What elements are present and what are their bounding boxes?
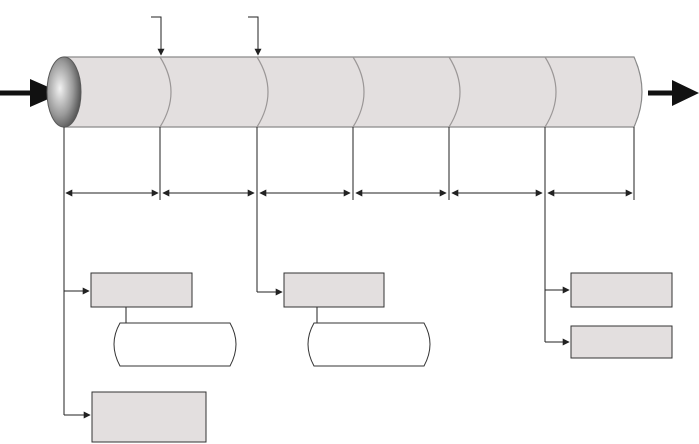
input-arrow-icon xyxy=(0,79,62,107)
block-left-top xyxy=(90,272,193,308)
pipe-seam-5 xyxy=(544,56,557,128)
drop-lines xyxy=(63,127,635,415)
pipe-body xyxy=(63,56,643,128)
terminal-middle xyxy=(307,322,431,367)
pipe-seam-2 xyxy=(256,56,269,128)
pipe-opening xyxy=(46,56,82,128)
terminal-left xyxy=(113,322,237,367)
entry-marker-2 xyxy=(248,16,262,56)
branch-connectors xyxy=(64,286,570,419)
pipe-seam-4 xyxy=(448,56,461,128)
pipe-tube xyxy=(46,56,643,128)
block-left-bottom xyxy=(91,391,207,443)
output-arrow-icon xyxy=(648,80,699,106)
entry-marker-1 xyxy=(151,16,165,56)
pipe-seam-3 xyxy=(352,56,365,128)
block-right-top xyxy=(570,272,673,308)
pipe-seam-1 xyxy=(159,56,172,128)
block-right-bottom xyxy=(570,325,673,359)
block-middle xyxy=(283,272,385,308)
